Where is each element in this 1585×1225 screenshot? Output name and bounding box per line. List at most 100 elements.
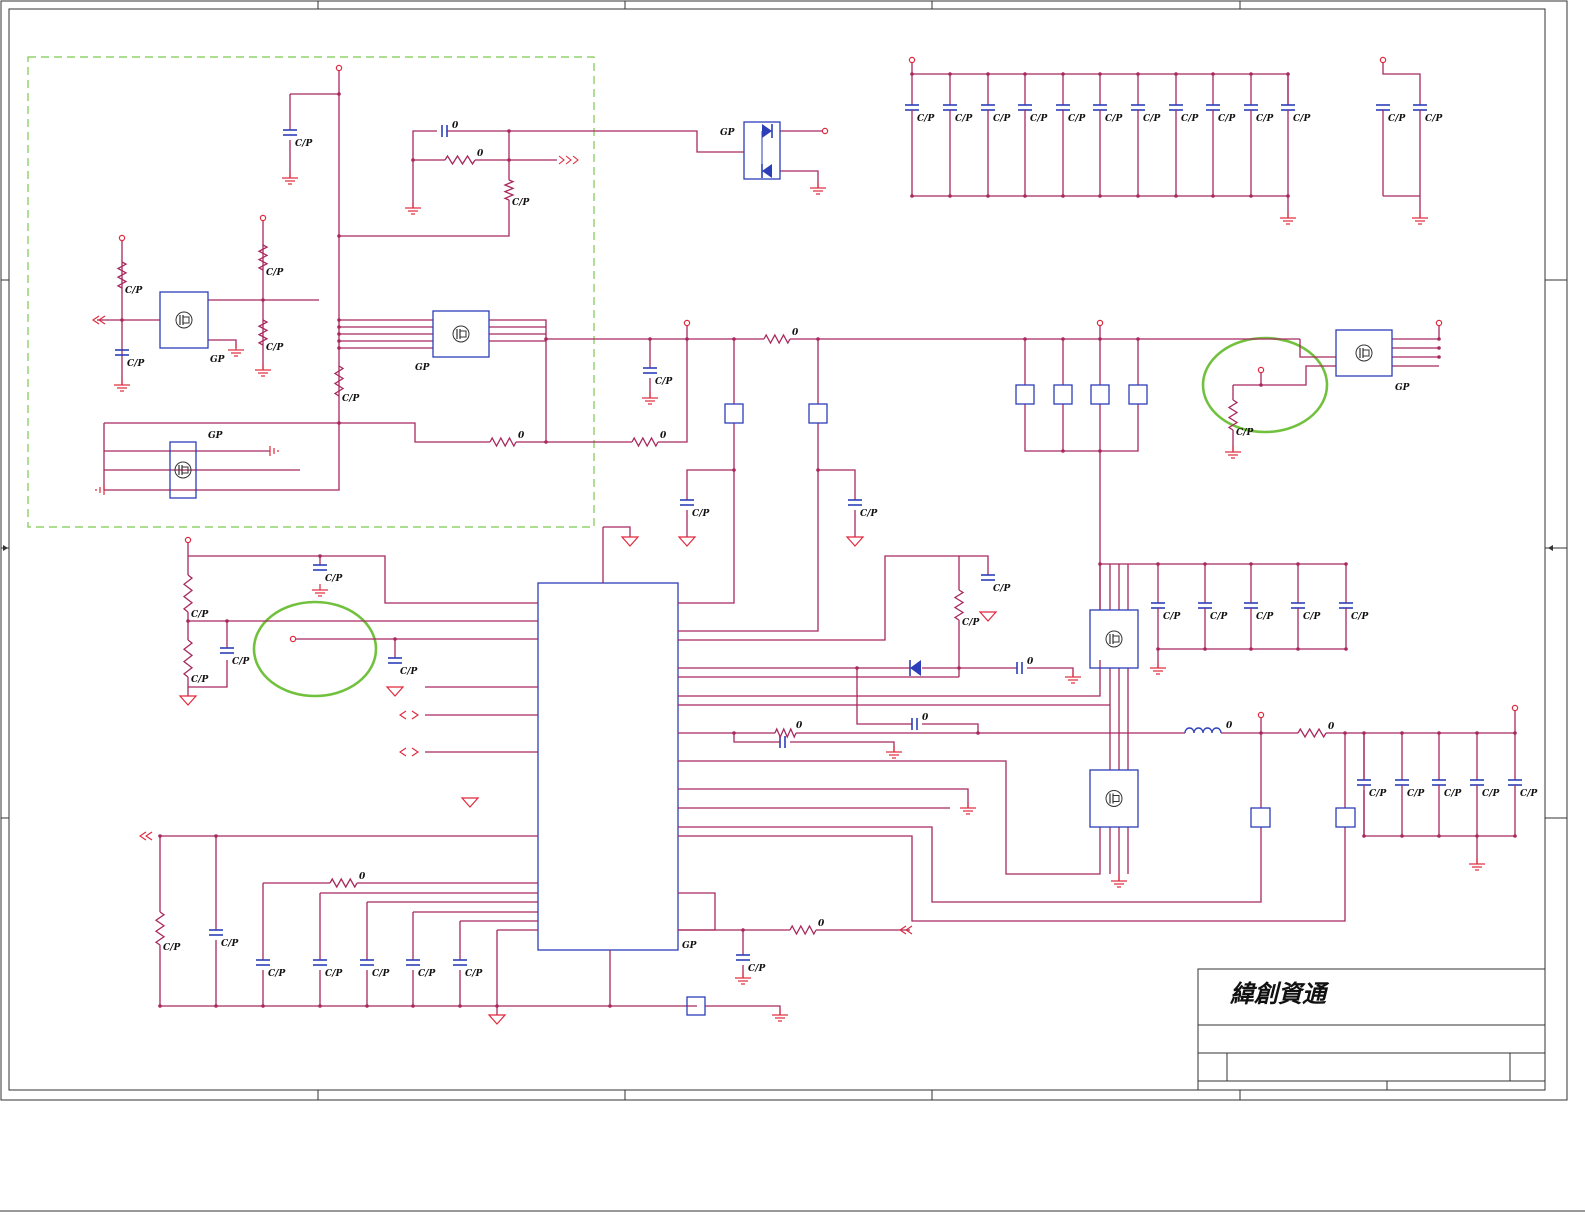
component-block bbox=[725, 404, 743, 423]
junction-dot bbox=[507, 158, 511, 162]
component-label: C/P bbox=[465, 969, 482, 979]
component-label: 0 bbox=[452, 121, 459, 131]
junction-dot bbox=[1259, 731, 1263, 735]
junction-dot bbox=[120, 318, 124, 322]
component-block bbox=[1336, 808, 1355, 827]
junction-dot bbox=[1362, 834, 1366, 838]
component-label: 0 bbox=[477, 149, 484, 159]
junction-dot bbox=[544, 440, 548, 444]
junction-dot bbox=[1156, 647, 1160, 651]
component-label: C/P bbox=[1482, 789, 1499, 799]
capacitor-icon bbox=[360, 960, 374, 965]
component-label: GP bbox=[682, 941, 697, 951]
power-pin-icon bbox=[684, 320, 689, 325]
capacitor-icon bbox=[1017, 662, 1022, 674]
capacitor-icon bbox=[1291, 603, 1305, 608]
power-pin-icon bbox=[1258, 367, 1263, 372]
junction-dot bbox=[337, 421, 341, 425]
capacitor-icon bbox=[220, 648, 234, 653]
junction-dot bbox=[1023, 194, 1027, 198]
junction-dot bbox=[411, 158, 415, 162]
junction-dot bbox=[986, 72, 990, 76]
resistor-icon bbox=[335, 366, 343, 396]
capacitor-icon bbox=[680, 500, 694, 505]
component-label: C/P bbox=[1068, 114, 1085, 124]
junction-dot bbox=[1400, 731, 1404, 735]
power-pin-icon bbox=[185, 537, 190, 542]
component-label: 0 bbox=[818, 919, 825, 929]
capacitor-icon bbox=[1151, 603, 1165, 608]
component-label: C/P bbox=[1163, 612, 1180, 622]
junction-dot bbox=[1098, 449, 1102, 453]
ground-icon bbox=[180, 696, 196, 705]
component-label: GP bbox=[208, 431, 223, 441]
junction-dot bbox=[1513, 834, 1517, 838]
ground-icon bbox=[255, 364, 271, 376]
capacitor-icon bbox=[1206, 105, 1220, 110]
capacitor-icon bbox=[283, 130, 297, 135]
mosfet-icon bbox=[1090, 770, 1138, 827]
junction-dot bbox=[648, 337, 652, 341]
junction-dot bbox=[1513, 731, 1517, 735]
resistor-icon bbox=[632, 438, 658, 446]
junction-dot bbox=[1098, 337, 1102, 341]
component-label: C/P bbox=[1256, 612, 1273, 622]
junction-dot bbox=[544, 337, 548, 341]
ground-icon bbox=[1469, 858, 1485, 870]
wiring bbox=[97, 60, 1515, 1015]
ground-icon bbox=[1225, 446, 1241, 458]
junction-dot bbox=[225, 619, 229, 623]
junction-dot bbox=[1249, 562, 1253, 566]
capacitor-icon bbox=[209, 930, 223, 935]
component-label: 0 bbox=[1027, 657, 1034, 667]
component-label: C/P bbox=[125, 286, 142, 296]
capacitor-icon bbox=[1508, 780, 1522, 785]
resistor-icon bbox=[490, 438, 516, 446]
junction-dot bbox=[1061, 337, 1065, 341]
diode-icon bbox=[744, 122, 780, 179]
junction-dot bbox=[685, 337, 689, 341]
capacitor-icon bbox=[943, 105, 957, 110]
capacitor-icon bbox=[442, 125, 447, 137]
component-label: C/P bbox=[655, 377, 672, 387]
resistor-icon bbox=[118, 262, 126, 288]
component-label: C/P bbox=[342, 394, 359, 404]
junction-dot bbox=[393, 637, 397, 641]
mosfet-icon bbox=[433, 311, 489, 357]
ground-icon bbox=[96, 485, 104, 495]
junction-dot bbox=[158, 1004, 162, 1008]
junction-dot bbox=[1286, 72, 1290, 76]
capacitor-icon bbox=[406, 960, 420, 965]
junction-dot bbox=[948, 72, 952, 76]
junction-dot bbox=[1136, 337, 1140, 341]
power-pin-icon bbox=[909, 57, 914, 62]
component-label: 0 bbox=[1226, 721, 1233, 731]
ground-icon bbox=[642, 392, 658, 404]
junction-dot bbox=[1249, 194, 1253, 198]
capacitor-icon bbox=[736, 955, 750, 960]
resistor-icon bbox=[1298, 729, 1326, 737]
component-label: C/P bbox=[955, 114, 972, 124]
junction-dot bbox=[411, 1004, 415, 1008]
power-pin-icon bbox=[822, 128, 827, 133]
component-label: GP bbox=[210, 355, 225, 365]
component-label: 0 bbox=[792, 328, 799, 338]
component-label: C/P bbox=[295, 139, 312, 149]
junction-dot bbox=[1362, 731, 1366, 735]
ground-icon bbox=[1412, 212, 1428, 224]
controller-ic-icon bbox=[538, 583, 678, 950]
ground-icon bbox=[114, 379, 130, 391]
capacitor-icon bbox=[1056, 105, 1070, 110]
capacitor-icon bbox=[1244, 603, 1258, 608]
ground-icon bbox=[679, 537, 695, 546]
junction-dot bbox=[1344, 647, 1348, 651]
power-pin-icon bbox=[119, 235, 124, 240]
ground-icon bbox=[847, 537, 863, 546]
junction-dot bbox=[1249, 72, 1253, 76]
component-label: 0 bbox=[660, 431, 667, 441]
junction-dot bbox=[910, 194, 914, 198]
component-label: C/P bbox=[163, 943, 180, 953]
capacitor-icon bbox=[981, 105, 995, 110]
component-label: 0 bbox=[359, 872, 366, 882]
capacitor-icon bbox=[780, 736, 785, 748]
